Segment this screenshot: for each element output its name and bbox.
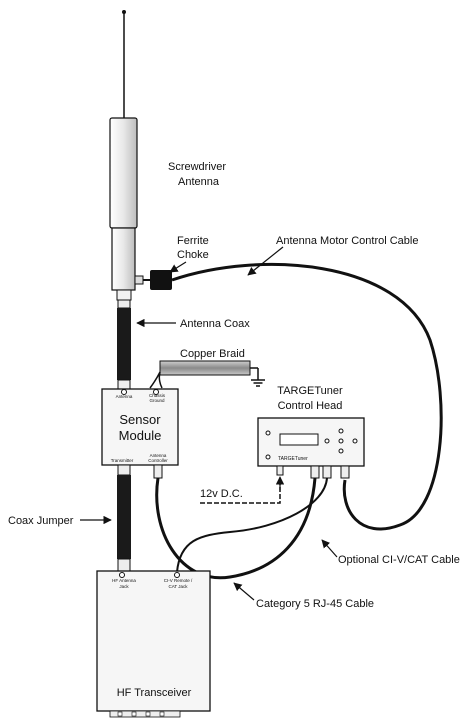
tx-jack-civ-label1: CI-V Remote / xyxy=(164,578,193,583)
sensor-port-controller-label2: Controller xyxy=(148,458,168,463)
copper-braid-label: Copper Braid xyxy=(180,348,245,360)
sensor-ground-stud xyxy=(153,389,159,395)
control-head-civ-jack xyxy=(310,465,320,479)
tx-jack-civ-label2: CAT Jack xyxy=(168,584,188,589)
sensor-port-controller-label1: Antenna xyxy=(150,453,167,458)
tx-jack-antenna-label1: HF Antenna xyxy=(112,578,136,583)
sensor-port-ground-label1: Chassis xyxy=(149,393,166,398)
power-label: 12v D.C. xyxy=(200,488,243,500)
category5-rj45-cable xyxy=(155,477,317,580)
ferrite-choke xyxy=(143,270,172,290)
civ-cable-pointer-arrow xyxy=(321,539,338,558)
motor-cable-label: Antenna Motor Control Cable xyxy=(276,235,418,247)
screwdriver-antenna xyxy=(109,10,144,301)
tx-jack-antenna-label2: Jack xyxy=(119,584,129,589)
civ-cable-label: Optional CI-V/CAT Cable xyxy=(338,554,460,566)
control-head-power-led xyxy=(265,454,271,460)
choke-pointer-arrow xyxy=(169,261,187,273)
transceiver-civ-jack xyxy=(174,572,180,578)
antenna-motor-control-cable xyxy=(171,262,443,531)
cat5-cable-label: Category 5 RJ-45 Cable xyxy=(256,598,374,610)
control-head-button-down xyxy=(338,448,344,454)
control-head-brand-label: TARGETuner xyxy=(278,456,308,462)
antenna-base xyxy=(116,289,132,301)
antenna-motor-connector xyxy=(134,275,144,285)
transceiver-label: HF Transceiver xyxy=(117,687,192,699)
coax-jumper xyxy=(117,464,131,572)
transceiver-antenna-jack xyxy=(119,572,125,578)
control-head-button-right xyxy=(352,438,358,444)
control-head-display xyxy=(279,433,319,446)
hf-transceiver xyxy=(96,570,211,718)
sensor-label-line2: Module xyxy=(119,428,162,443)
ferrite-choke-body xyxy=(150,270,172,290)
antenna-coax xyxy=(117,299,131,390)
control-head-label-line2: Control Head xyxy=(278,400,343,412)
control-head-button-center xyxy=(338,438,344,444)
control-head-led xyxy=(265,430,271,436)
transceiver-rear-panel xyxy=(109,710,181,718)
earth-ground-symbol xyxy=(251,379,265,387)
targetuner-control-head xyxy=(257,417,365,479)
sensor-controller-connector xyxy=(153,464,163,479)
control-head-button-left xyxy=(324,438,330,444)
cat5-cable-pointer-arrow xyxy=(233,582,255,601)
control-head-button-up xyxy=(338,428,344,434)
sensor-port-transmitter-label: Transmitter xyxy=(111,458,134,463)
choke-label-line1: Ferrite xyxy=(177,235,209,247)
control-head-power-jack xyxy=(276,465,284,476)
antenna-lower-body xyxy=(111,227,136,291)
antenna-coax-cable xyxy=(117,308,131,380)
sensor-label-line1: Sensor xyxy=(119,412,161,427)
sensor-antenna-port xyxy=(121,389,127,395)
antenna-label-line1: Screwdriver xyxy=(168,161,226,173)
antenna-upper-body xyxy=(109,117,138,229)
sensor-module-box xyxy=(101,388,179,466)
motor-cable-pointer-arrow xyxy=(247,246,284,276)
braid-ground-lug xyxy=(149,371,163,389)
coax-jumper-label: Coax Jumper xyxy=(8,515,74,527)
control-head-cat5-jack xyxy=(322,465,332,479)
sensor-module xyxy=(101,388,179,466)
copper-braid xyxy=(159,360,259,380)
control-head-label-line1: TARGETuner xyxy=(277,385,343,397)
optional-civ-cat-cable xyxy=(176,477,328,573)
coax-jumper-cable xyxy=(117,475,131,559)
antenna-label-line2: Antenna xyxy=(178,176,220,188)
power-lead xyxy=(200,478,281,504)
antenna-coax-label: Antenna Coax xyxy=(180,318,250,330)
sensor-port-antenna-label: Antenna xyxy=(116,394,133,399)
control-head-motor-jack xyxy=(340,465,350,479)
sensor-port-ground-label2: Ground xyxy=(149,398,165,403)
choke-label-line2: Choke xyxy=(177,249,209,261)
